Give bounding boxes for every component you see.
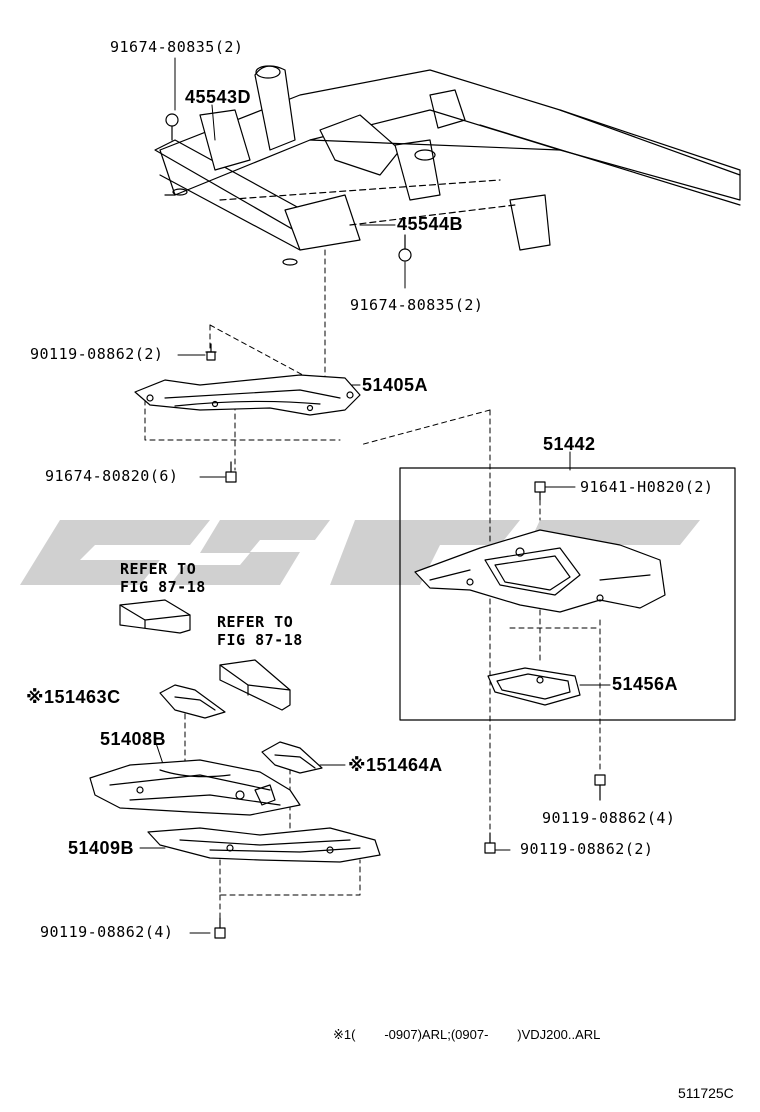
label-90119-08862-c: 90119-08862(2) [520,840,654,858]
bolt-91674-80820 [225,461,237,483]
label-51409B: 51409B [68,838,135,858]
part-51463C [159,684,226,719]
part-51464A [261,741,323,774]
refer-note-2-line2: FIG 87-18 [217,631,303,649]
label-90119-08862-d: 90119-08862(4) [40,923,174,941]
label-51408B: 51408B [100,729,167,749]
refer-block-1 [119,599,191,634]
skid-plate-51405A [134,374,361,416]
refer-note-1-line2: FIG 87-18 [120,578,206,596]
label-90119-08862-b: 90119-08862(4) [542,809,676,827]
part-51409B [147,827,381,863]
refer-note-1: REFER TO FIG 87-18 [120,560,206,596]
label-51464A: ※151464A [348,755,443,775]
refer-note-2: REFER TO FIG 87-18 [217,613,303,649]
frame-assembly [154,65,741,266]
leader-lines [139,57,611,934]
label-51442: 51442 [543,434,596,454]
bolt-90119-a [205,343,217,361]
label-51405A: 51405A [362,375,429,395]
assembly-box-51442 [399,467,736,721]
bolt-90119-b [594,774,606,801]
applicability-footnote: ※1( -0907)ARL;(0907- )VDJ200..ARL [333,1027,601,1042]
label-91674-80835-top: 91674-80835(2) [110,38,244,56]
label-45544B: 45544B [397,214,464,234]
bolt-90119-c [484,832,496,854]
part-51408B [89,759,301,816]
refer-note-1-line1: REFER TO [120,560,197,578]
label-90119-08862-a: 90119-08862(2) [30,345,164,363]
label-51463C: ※151463C [26,687,121,707]
label-91641-H0820: 91641-H0820(2) [580,478,714,496]
label-91674-80835-mid: 91674-80835(2) [350,296,484,314]
bolt-90119-d [214,917,226,939]
figure-code: 511725C [678,1085,734,1101]
guide-lines [144,249,601,926]
label-51456A: 51456A [612,674,679,694]
label-91674-80820: 91674-80820(6) [45,467,179,485]
refer-block-2 [219,659,291,711]
line-art [89,57,741,939]
label-45543D: 45543D [185,87,252,107]
refer-note-2-line1: REFER TO [217,613,294,631]
